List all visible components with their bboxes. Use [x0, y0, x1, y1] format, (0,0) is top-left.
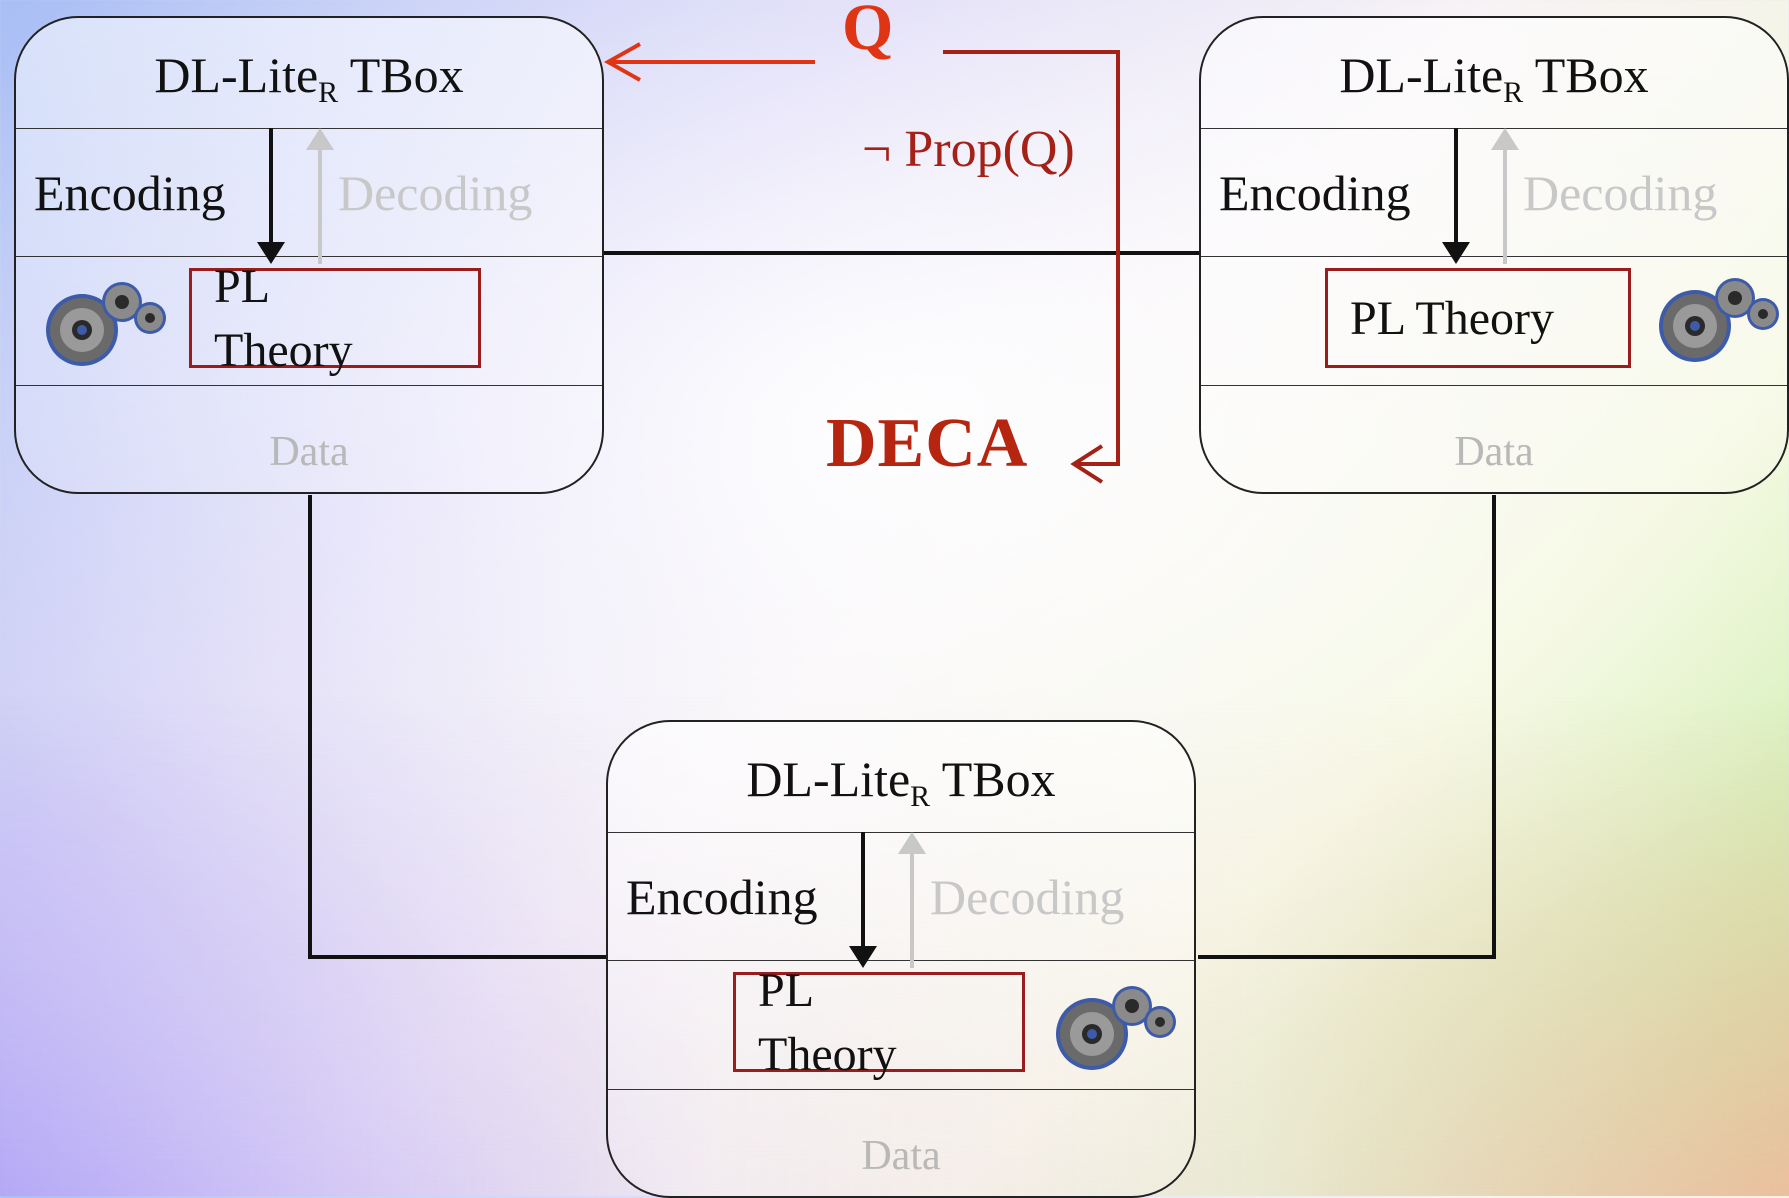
divider [16, 128, 602, 129]
link-left-bottom [308, 495, 606, 959]
pl-theory-box: PL Theory [189, 260, 481, 377]
decoding-label: Decoding [338, 165, 533, 221]
query-arrow-head [603, 42, 641, 82]
data-label: Data [269, 429, 349, 475]
node-bottom: DL-LiteR TBox Encoding Decoding PL Theor… [606, 720, 1196, 1198]
decoding-label: Decoding [930, 869, 1125, 925]
encode-decode-arrows [257, 128, 334, 264]
tbox-title: DL-LiteR TBox [1339, 47, 1649, 109]
deca-route-line [943, 50, 1120, 466]
deca-arrow-head [1070, 444, 1104, 484]
divider [1201, 128, 1787, 129]
gears-icon [1655, 268, 1779, 368]
data-label: Data [861, 1133, 941, 1179]
encode-decode-arrows [849, 832, 926, 968]
encode-decode-arrows [1442, 128, 1519, 264]
pl-theory-line1: PL Theory [1350, 292, 1554, 345]
encoding-label: Encoding [626, 869, 818, 925]
gears-icon [42, 272, 166, 372]
node-top-left: DL-LiteR TBox Encoding Decoding [14, 16, 604, 494]
pl-theory-line2: Theory [214, 324, 353, 377]
encoding-label: Encoding [34, 165, 226, 221]
divider [608, 832, 1194, 833]
query-label: Q [842, 0, 894, 64]
tbox-title: DL-LiteR TBox [154, 47, 464, 109]
divider [16, 385, 602, 386]
encoding-label: Encoding [1219, 165, 1411, 221]
pl-theory-line1: PL [758, 964, 815, 1017]
divider [608, 1089, 1194, 1090]
pl-theory-box: PL Theory [1325, 268, 1631, 368]
pl-theory-line1: PL [214, 260, 271, 313]
negated-prop-label: ¬ Prop(Q) [862, 121, 1075, 178]
tbox-container [14, 16, 604, 494]
node-top-right: DL-LiteR TBox Encoding Decoding PL Theor… [1199, 16, 1789, 494]
tbox-container [1199, 16, 1789, 494]
divider [1201, 385, 1787, 386]
tbox-title: DL-LiteR TBox [746, 751, 1056, 813]
gears-icon [1052, 976, 1176, 1076]
pl-theory-box: PL Theory [733, 964, 1025, 1081]
pl-theory-line2: Theory [758, 1028, 897, 1081]
divider [608, 960, 1194, 961]
divider [16, 256, 602, 257]
data-label: Data [1454, 429, 1534, 475]
decoding-label: Decoding [1523, 165, 1718, 221]
deca-label: DECA [826, 405, 1029, 482]
divider [1201, 256, 1787, 257]
link-right-bottom [1198, 495, 1496, 959]
tbox-container [606, 720, 1196, 1198]
